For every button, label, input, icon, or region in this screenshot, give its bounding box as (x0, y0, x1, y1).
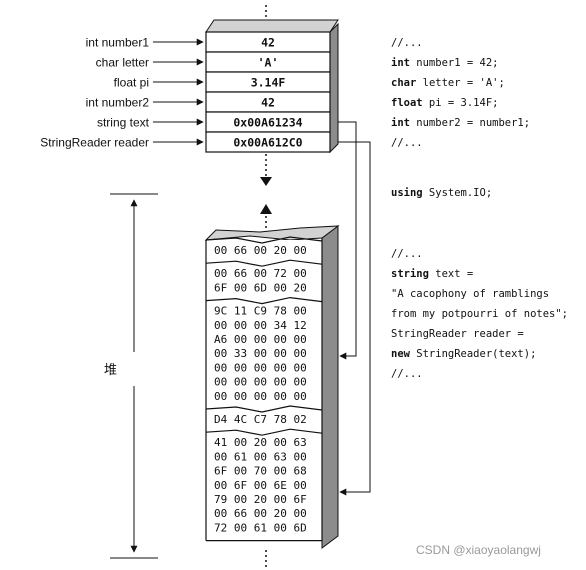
heap-bytes: D4 4C C7 78 02 (214, 413, 307, 426)
heap-block (206, 432, 322, 541)
stack-variable-label: float pi (114, 76, 149, 90)
stack-cell-value: 0x00A612C0 (233, 136, 302, 150)
code-line: //... (391, 368, 423, 380)
code-keyword: new (391, 348, 411, 360)
stack-variable-label: char letter (96, 56, 149, 70)
code-text: System.IO; (423, 187, 493, 199)
code-keyword: using (391, 187, 423, 199)
stack-variable-label: StringReader reader (40, 136, 149, 150)
heap-block (206, 240, 322, 264)
watermark: CSDN @xiaoyaolangwj (416, 543, 541, 557)
code-keyword: int (391, 117, 410, 129)
heap-bytes: 00 00 00 34 12 (214, 319, 307, 332)
code-line: float pi = 3.14F; (391, 97, 498, 109)
code-text: "A cacophony of ramblings (391, 288, 549, 300)
reader-reference-pointer (338, 141, 371, 496)
code-line: "A cacophony of ramblings (391, 288, 549, 300)
code-line: string text = (391, 268, 473, 280)
heap-bytes: 00 00 00 00 00 (214, 376, 307, 389)
stack-cell-value: 42 (261, 36, 275, 50)
heap-block-divider (205, 296, 323, 305)
code-line: new StringReader(text); (391, 348, 536, 360)
code-text: text = (429, 268, 473, 280)
heap-bytes: 00 6F 00 6E 00 (214, 479, 307, 492)
heap-growth-arrow (260, 204, 272, 214)
code-line: //... (391, 37, 423, 49)
heap-label: 堆 (104, 363, 117, 378)
code-line: from my potpourri of notes"; (391, 308, 568, 320)
code-line: char letter = 'A'; (391, 77, 505, 89)
code-text: //... (391, 368, 423, 380)
heap-bytes: 72 00 61 00 6D (214, 521, 307, 534)
code-text: number1 = 42; (410, 57, 499, 69)
heap-top-face (204, 225, 340, 241)
heap-bytes: 00 66 00 72 00 (214, 267, 307, 280)
code-text: number2 = number1; (410, 117, 530, 129)
code-text: StringReader(text); (410, 348, 536, 360)
code-line: int number1 = 42; (391, 57, 498, 69)
heap-bytes: 79 00 20 00 6F (214, 493, 307, 506)
code-line: //... (391, 248, 423, 260)
heap-block-divider (205, 405, 323, 413)
heap-block (206, 263, 322, 301)
stack-cell (205, 131, 331, 153)
code-keyword: string (391, 268, 429, 280)
stack-cell-value: 'A' (258, 56, 279, 70)
heap-bytes: 00 61 00 63 00 (214, 450, 307, 463)
code-line: using System.IO; (391, 187, 492, 199)
code-line: int number2 = number1; (391, 117, 530, 129)
stack-growth-arrow (260, 177, 272, 186)
heap-bytes: A6 00 00 00 00 (214, 333, 307, 346)
heap-bytes: 00 00 00 00 00 (214, 390, 307, 403)
code-text: //... (391, 37, 423, 49)
heap-block-divider (205, 428, 323, 436)
code-listing: //... int number1 = 42; char letter = 'A';… (391, 37, 568, 380)
heap-bytes: 00 00 00 00 00 (214, 361, 307, 374)
heap-side-face (321, 225, 339, 549)
code-keyword: char (391, 77, 416, 89)
stack-side-face (329, 22, 339, 154)
code-text: StringReader reader = (391, 328, 524, 340)
stack-variable-label: int number1 (86, 36, 150, 50)
text-reference-pointer (338, 121, 357, 360)
code-text: letter = 'A'; (416, 77, 505, 89)
code-line: //... (391, 137, 423, 149)
stack-variable-label: int number2 (86, 96, 150, 110)
code-text: from my potpourri of notes"; (391, 308, 568, 320)
heap-bytes: 6F 00 6D 00 20 (214, 281, 307, 294)
heap-block-divider (205, 236, 323, 244)
heap-block-divider (205, 259, 323, 267)
code-text: //... (391, 137, 423, 149)
heap-bytes: 41 00 20 00 63 (214, 436, 307, 449)
heap-bytes: 00 66 00 20 00 (214, 244, 307, 257)
heap-bytes: 9C 11 C9 78 00 (214, 305, 307, 318)
code-keyword: int (391, 57, 410, 69)
stack-cell-value: 3.14F (251, 76, 286, 90)
heap-block (206, 300, 322, 409)
stack: 42 int number1 'A' char letter 3.14F float pi… (40, 31, 331, 153)
stack-cell-value: 0x00A61234 (233, 116, 302, 130)
stack-top-face (205, 19, 339, 33)
stack-variable-label: string text (97, 116, 150, 130)
code-keyword: float (391, 97, 423, 109)
heap-bytes: 00 33 00 00 00 (214, 347, 307, 360)
stack-cell-value: 42 (261, 96, 275, 110)
code-line: StringReader reader = (391, 328, 524, 340)
code-text: //... (391, 248, 423, 260)
code-text: pi = 3.14F; (423, 97, 499, 109)
heap-block (206, 409, 322, 433)
heap-bytes: 00 66 00 20 00 (214, 507, 307, 520)
heap-bytes: 6F 00 70 00 68 (214, 465, 307, 478)
